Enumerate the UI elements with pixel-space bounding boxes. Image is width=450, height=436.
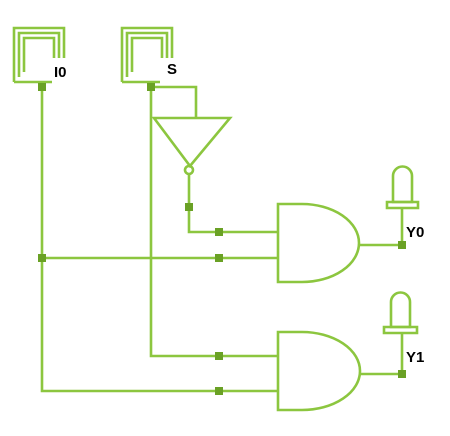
wire-not-to-and0 [187, 174, 278, 234]
switch-s-inner [130, 36, 164, 72]
not-gate-body [151, 116, 233, 169]
switch-s-outer [120, 26, 174, 82]
not-gate-bubble [183, 164, 195, 176]
pin-not-out [185, 203, 193, 211]
and-gate-y1 [276, 330, 362, 412]
wire-s-to-not [151, 85, 198, 118]
pin-and0-in-a [215, 228, 223, 236]
output-lamp-y0 [385, 165, 420, 213]
pin-y0-in [398, 241, 406, 249]
wire-s [149, 87, 278, 358]
lamp-y0-base [385, 200, 420, 210]
output-lamp-y1 [382, 291, 419, 338]
input-label-i0: I0 [54, 64, 67, 81]
and-gate-y0 [276, 202, 361, 284]
pin-and1-in-b [215, 387, 223, 395]
junction-i0 [38, 254, 46, 262]
input-switch-s[interactable] [120, 26, 174, 84]
input-switch-i0[interactable] [12, 26, 66, 84]
wire-and1-to-y1 [360, 338, 404, 376]
lamp-y1-base [382, 325, 419, 335]
lamp-y0-bulb [391, 165, 414, 204]
switch-s-middle [125, 31, 169, 77]
input-label-s: S [167, 61, 177, 78]
not-gate [151, 116, 233, 176]
output-label-y1: Y1 [406, 349, 424, 366]
pin-y1-in [398, 370, 406, 378]
switch-i0-inner [22, 36, 56, 72]
pin-s-out [147, 83, 155, 91]
wire-and0-to-y0 [359, 213, 404, 247]
pin-and0-in-b [215, 254, 223, 262]
pin-i0-out [38, 83, 46, 91]
switch-i0-middle [17, 31, 61, 77]
wire-i0 [40, 87, 219, 393]
lamp-y1-bulb [389, 291, 412, 329]
switch-i0-outer [12, 26, 66, 82]
pin-and1-in-a [215, 352, 223, 360]
output-label-y0: Y0 [406, 224, 424, 241]
